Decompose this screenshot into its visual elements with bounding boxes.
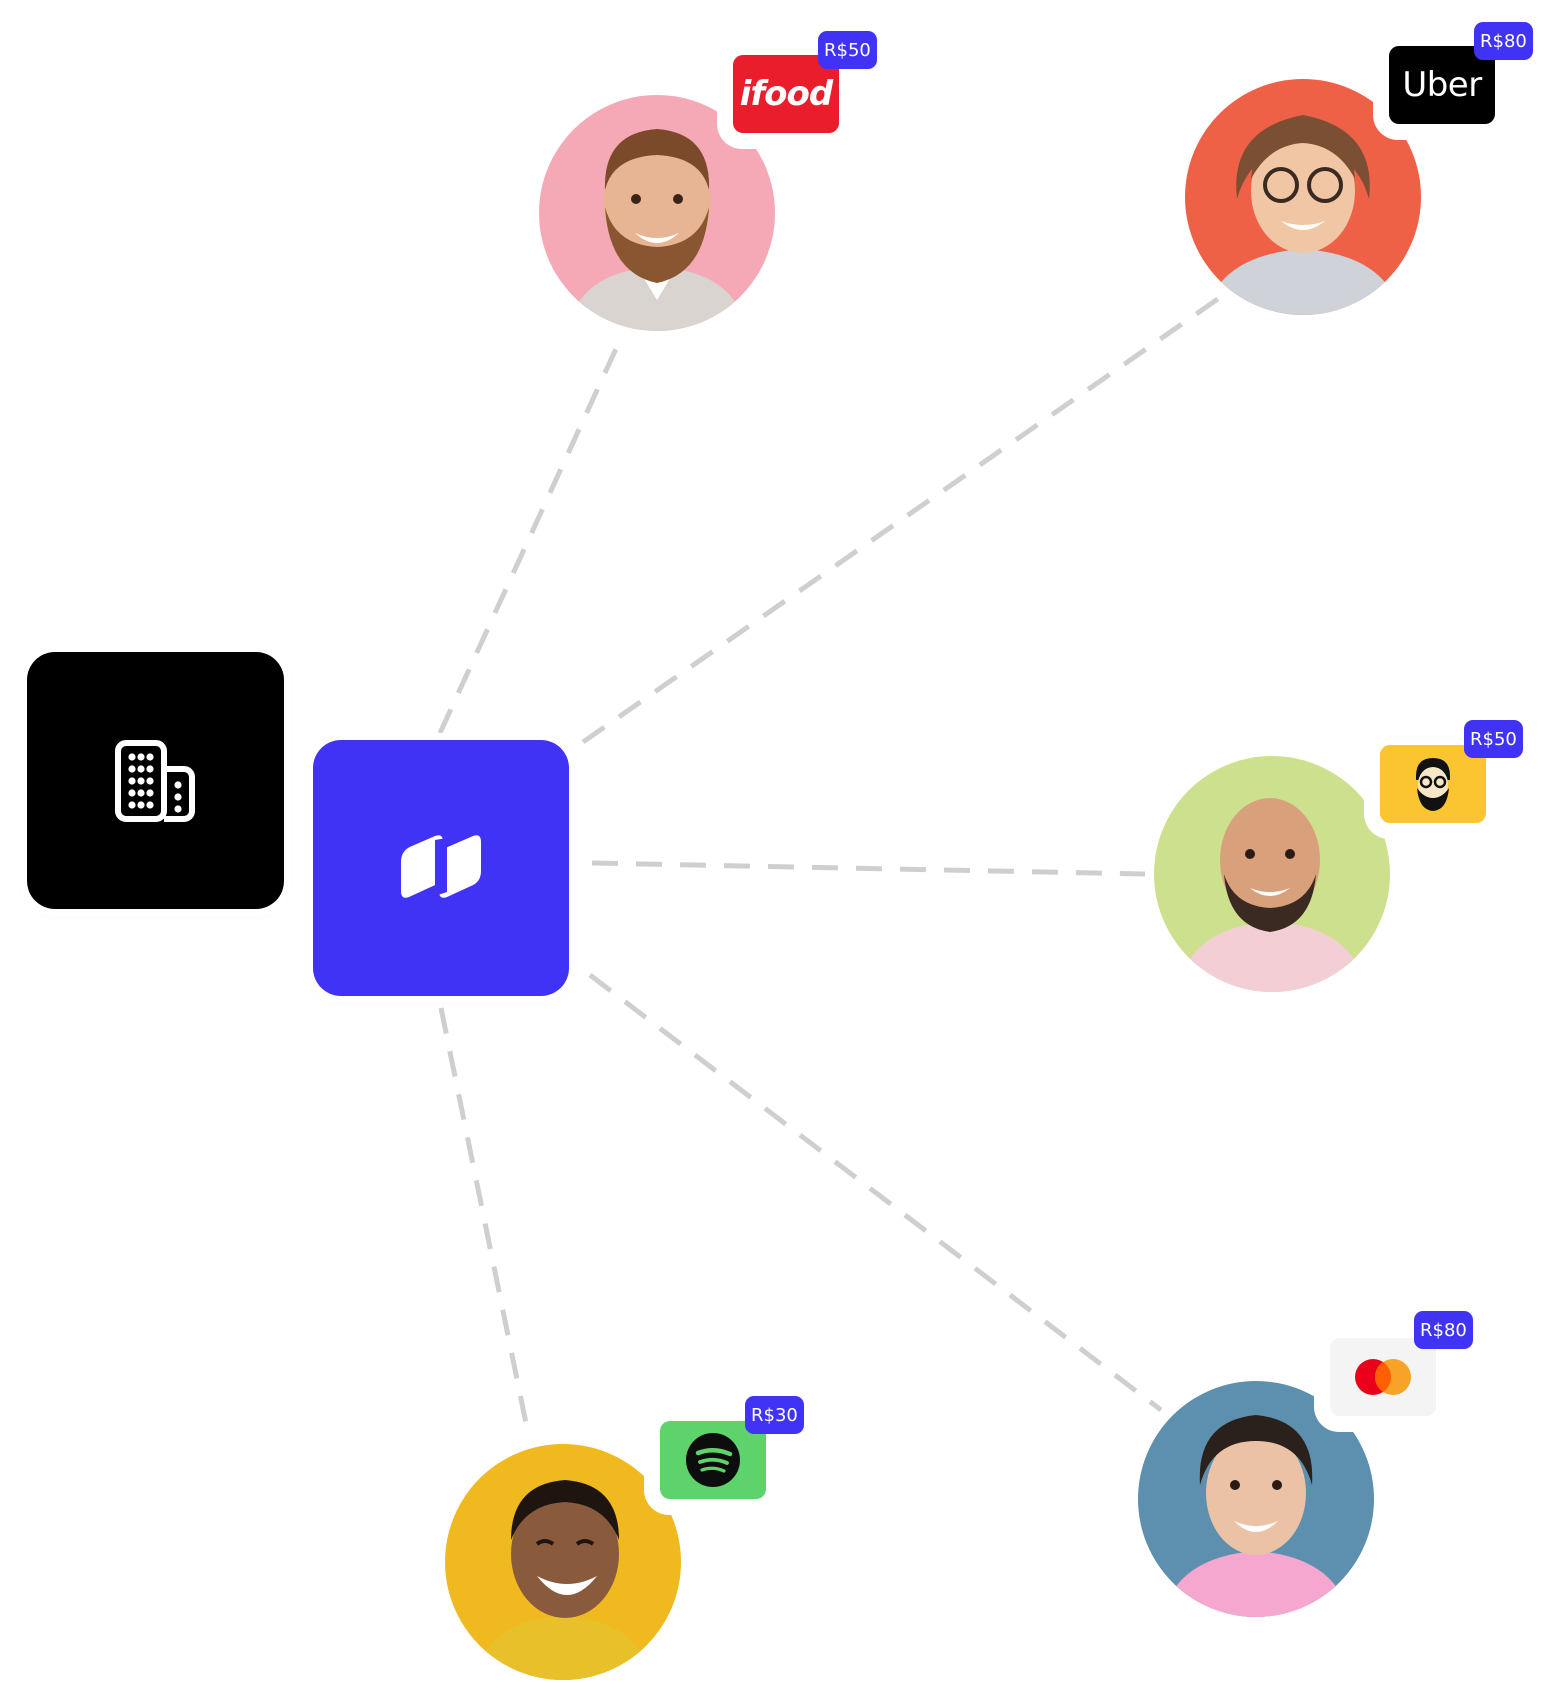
spotify-logo-icon: [686, 1433, 740, 1487]
connector-spotify: [438, 1007, 531, 1434]
amount-badge-mastercard: R$80: [1414, 1311, 1473, 1349]
bearded-man-logo-icon: [1416, 758, 1450, 811]
logo-mark-icon: [401, 835, 481, 898]
brand-ifood: ifood: [733, 55, 839, 133]
amount-badge-barber: R$50: [1464, 720, 1523, 758]
avatar-person-icon: [445, 1444, 681, 1680]
avatar-person-icon: [539, 95, 775, 331]
avatar-ifood-recipient[interactable]: [539, 95, 775, 331]
brand-spotify: [660, 1421, 766, 1499]
amount-badge-uber: R$80: [1474, 22, 1533, 60]
hub-node[interactable]: [313, 740, 569, 996]
amount-badge-spotify: R$30: [745, 1396, 804, 1434]
avatar-mastercard-recipient[interactable]: [1138, 1381, 1374, 1617]
mastercard-logo-icon: [1355, 1359, 1411, 1395]
connector-ifood: [437, 338, 623, 735]
amount-badge-ifood: R$50: [818, 31, 877, 69]
avatar-person-icon: [1185, 79, 1421, 315]
connector-mastercard: [588, 973, 1163, 1412]
brand-uber: Uber: [1389, 46, 1495, 124]
brand-mastercard: [1330, 1338, 1436, 1416]
building-icon: [114, 739, 195, 822]
brand-barber: [1380, 745, 1486, 823]
avatar-person-icon: [1154, 756, 1390, 992]
avatar-spotify-recipient[interactable]: [445, 1444, 681, 1680]
connector-barber: [591, 860, 1146, 877]
company-node[interactable]: [27, 652, 284, 909]
connector-uber: [581, 293, 1224, 745]
uber-logo-icon: Uber: [1402, 65, 1482, 105]
avatar-uber-recipient[interactable]: [1185, 79, 1421, 315]
avatar-person-icon: [1138, 1381, 1374, 1617]
ifood-logo-icon: ifood: [739, 74, 834, 114]
avatar-barber-recipient[interactable]: [1154, 756, 1390, 992]
